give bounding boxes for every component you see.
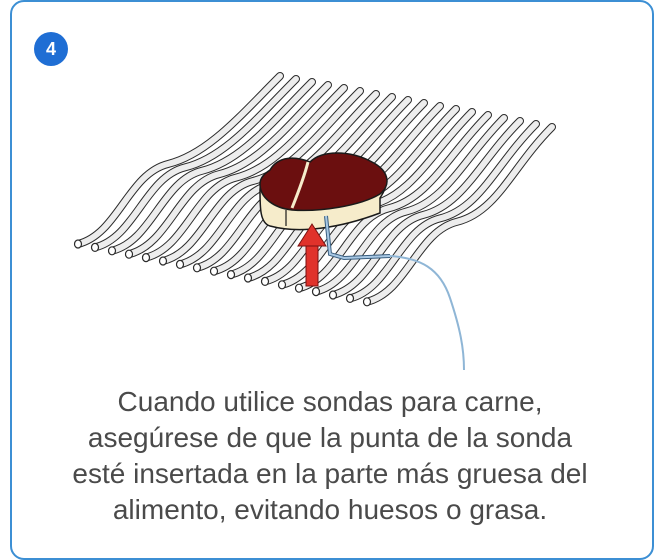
grate-bar-end [345, 293, 355, 303]
grate-bar-end [141, 253, 151, 263]
grate-bar-fill [330, 118, 523, 298]
caption-line: Cuando utilice sondas para carne, [117, 386, 543, 417]
insert-arrow-icon [297, 223, 327, 287]
grate-bar-end [362, 297, 372, 307]
grate-bar-end [73, 239, 83, 249]
caption-line: alimento, evitando huesos o grasa. [112, 494, 548, 525]
grate-bar-end [192, 263, 202, 273]
instruction-caption: Cuando utilice sondas para carne, asegúr… [20, 384, 640, 528]
grate-bar-fill [313, 115, 507, 295]
grate-bar-end [260, 276, 270, 286]
grate-bar-end [243, 273, 253, 283]
grate-bar-end [90, 242, 100, 252]
step-number-badge: 4 [34, 32, 68, 66]
grate-bar-fill [143, 85, 347, 261]
grate-bar-fill [364, 124, 555, 305]
grate-bar-end [107, 246, 117, 256]
grill-grate-steak-probe-icon [73, 72, 556, 371]
grate-bar-fill [347, 121, 539, 302]
grate-bar-fill [296, 112, 491, 292]
grate-bar-end [277, 280, 287, 290]
grate-bar-fill [75, 73, 283, 247]
grate-bar-end [209, 266, 219, 276]
caption-line: asegúrese de que la punta de la sonda [87, 422, 573, 453]
grate-bar-end [311, 287, 321, 297]
meat-probe-icon [324, 215, 465, 371]
grate-bar-end [294, 283, 304, 293]
grate-bar-end [158, 256, 168, 266]
grate-bar-fill [126, 82, 331, 258]
grate-bar-end [328, 290, 338, 300]
steak-icon [259, 152, 388, 231]
grate-bar-end [175, 259, 185, 269]
grate-bar-fill [109, 79, 315, 254]
grate-bar-fill [92, 76, 299, 251]
grate-bar-end [226, 270, 236, 280]
caption-line: esté insertada en la parte más gruesa de… [72, 458, 588, 489]
grill-grate [73, 72, 556, 307]
grate-bar-end [124, 249, 134, 259]
grate-bar-fill [160, 88, 363, 264]
